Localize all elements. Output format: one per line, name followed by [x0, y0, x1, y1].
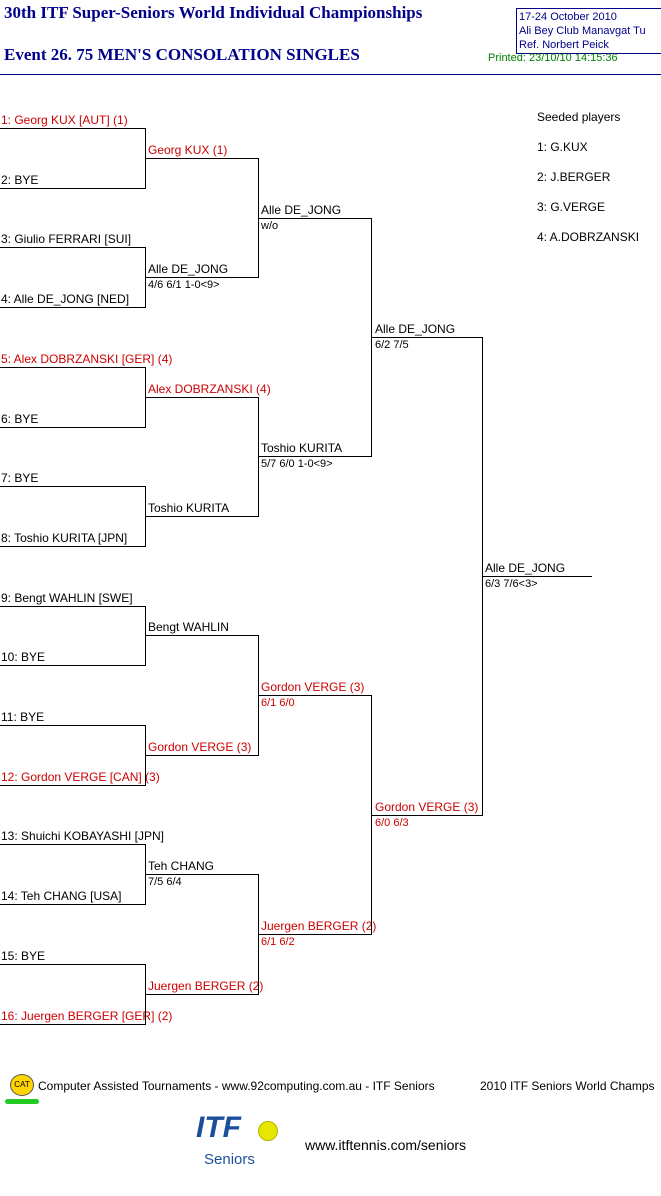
bracket-line [0, 665, 146, 667]
event-referee: Ref. Norbert Peick [519, 39, 609, 51]
round2-score: 4/6 6/1 1-0<9> [148, 279, 220, 292]
round2-winner: Gordon VERGE (3) [148, 739, 252, 754]
round1-player: 7: BYE [1, 471, 39, 486]
round2-winner: Alle DE_JONG [148, 262, 229, 277]
header-divider [0, 74, 661, 75]
round1-player: 15: BYE [1, 948, 46, 963]
bracket-line [0, 963, 146, 965]
round3-winner: Alle DE_JONG [261, 202, 342, 217]
seed-entry: 3: G.VERGE [537, 200, 606, 214]
round2-winner: Georg KUX (1) [148, 142, 228, 157]
bracket-line [0, 307, 146, 309]
round3-winner: Gordon VERGE (3) [261, 680, 365, 695]
round3-score: 5/7 6/0 1-0<9> [261, 458, 333, 471]
round3-score: 6/1 6/2 [261, 935, 295, 948]
round1-player: 11: BYE [1, 710, 45, 724]
cat-logo-icon: CAT [10, 1074, 34, 1096]
bracket-line [371, 336, 483, 338]
printed-timestamp: Printed: 23/10/10 14:15:36 [488, 52, 618, 64]
round1-player: 1: Georg KUX [AUT] (1) [1, 113, 128, 127]
cat-logo-underline [5, 1099, 39, 1104]
bracket-line [371, 814, 483, 816]
round3-winner: Juergen BERGER (2) [261, 918, 377, 933]
round2-winner: Toshio KURITA [148, 501, 230, 516]
bracket-line [0, 545, 146, 547]
round2-winner: Bengt WAHLIN [148, 620, 229, 635]
round1-player: 4: Alle DE_JONG [NED] [1, 292, 130, 307]
round1-player: 14: Teh CHANG [USA] [1, 889, 122, 904]
tennis-ball-icon [258, 1121, 278, 1141]
semifinal-score: 6/2 7/5 [375, 338, 409, 351]
round3-winner: Toshio KURITA [261, 441, 343, 456]
seed-entry: 4: A.DOBRZANSKI [537, 230, 640, 244]
round1-player: 13: Shuichi KOBAYASHI [JPN] [1, 829, 164, 844]
semifinal-winner: Gordon VERGE (3) [375, 799, 479, 814]
champs-text: 2010 ITF Seniors World Champs [480, 1079, 655, 1093]
itf-url-link[interactable]: www.itftennis.com/seniors [305, 1137, 467, 1153]
bracket-line [145, 993, 259, 995]
event-dates: 17-24 October 2010 [519, 11, 617, 23]
semifinal-winner: Alle DE_JONG [375, 321, 456, 336]
bracket-line [258, 217, 372, 219]
round1-player: 16: Juergen BERGER [GER] (2) [1, 1008, 173, 1023]
bracket-line [145, 396, 259, 398]
championship-title: 30th ITF Super-Seniors World Individual … [4, 3, 423, 22]
round1-player: 5: Alex DOBRZANSKI [GER] (4) [1, 351, 173, 366]
bracket-line [0, 486, 146, 488]
bracket-line [0, 247, 146, 249]
bracket-line [145, 516, 259, 518]
semifinal-score: 6/0 6/3 [375, 816, 409, 829]
final-score: 6/3 7/6<3> [485, 577, 538, 590]
bracket-line [0, 366, 146, 368]
seed-entry: 1: G.KUX [537, 140, 588, 154]
seeded-players-title: Seeded players [537, 110, 621, 124]
round3-score: 6/1 6/0 [261, 697, 295, 710]
round1-player: 3: Giulio FERRARI [SUI] [1, 232, 132, 247]
bracket-line [0, 725, 146, 726]
bracket-line [0, 844, 146, 846]
bracket-line [145, 635, 259, 637]
round1-player: 10: BYE [1, 650, 46, 665]
itf-logo-text: ITF [196, 1111, 241, 1144]
bracket-line [145, 874, 259, 876]
round2-winner: Juergen BERGER (2) [148, 978, 264, 993]
event-venue: Ali Bey Club Manavgat Tu [519, 25, 646, 37]
bracket-line [145, 277, 259, 279]
bracket-line [0, 426, 146, 428]
round2-winner: Alex DOBRZANSKI (4) [148, 381, 271, 396]
champion-name: Alle DE_JONG [485, 560, 566, 575]
round1-player: 8: Toshio KURITA [JPN] [1, 530, 128, 545]
round2-winner: Teh CHANG [148, 859, 215, 874]
bracket-line [0, 128, 146, 129]
round1-player: 9: Bengt WAHLIN [SWE] [1, 590, 133, 605]
event-info-box [516, 8, 661, 54]
bracket-line [258, 695, 372, 697]
bracket-line [482, 575, 592, 577]
round2-score: 7/5 6/4 [148, 876, 182, 889]
bracket-line [258, 933, 372, 935]
bracket-line [0, 187, 146, 189]
bracket-line [145, 754, 259, 756]
itf-seniors-text: Seniors [204, 1151, 255, 1168]
bracket-line [0, 904, 146, 906]
bracket-line [0, 1023, 146, 1025]
bracket-line [258, 456, 372, 458]
round1-player: 6: BYE [1, 411, 39, 426]
event-title: Event 26. 75 MEN'S CONSOLATION SINGLES [4, 45, 360, 64]
round1-player: 12: Gordon VERGE [CAN] (3) [1, 769, 160, 784]
cat-credit-text: Computer Assisted Tournaments - www.92co… [38, 1079, 435, 1093]
round1-player: 2: BYE [1, 172, 39, 187]
bracket-line [0, 784, 146, 786]
seed-entry: 2: J.BERGER [537, 170, 611, 184]
bracket-line [145, 157, 259, 159]
bracket-line [0, 605, 146, 607]
round3-score: w/o [261, 219, 279, 232]
